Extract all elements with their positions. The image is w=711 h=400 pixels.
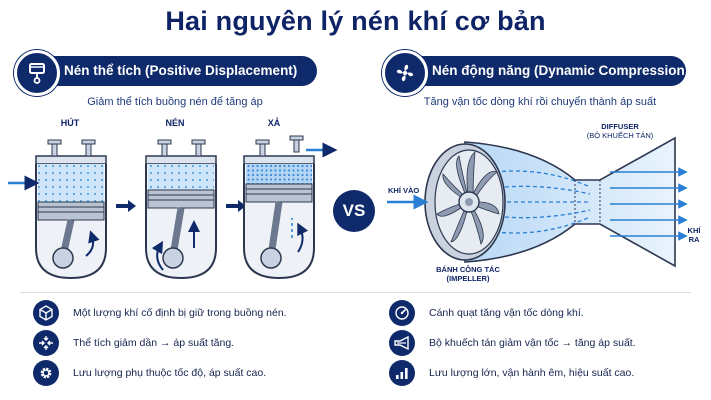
left-bullet-3-text: Lưu lượng phụ thuộc tốc độ, áp suất cao. bbox=[73, 367, 267, 379]
cube-icon bbox=[33, 300, 59, 326]
piston-icon bbox=[14, 50, 60, 96]
left-bullet-1-text: Một lượng khí cố định bị giữ trong buồng… bbox=[73, 307, 287, 319]
right-bullet-1-text: Cánh quạt tăng vận tốc dòng khí. bbox=[429, 307, 584, 319]
cylinder-intake bbox=[8, 139, 107, 280]
left-bullet-2-text: Thể tích giảm dần → áp suất tăng. bbox=[73, 337, 235, 349]
impeller bbox=[424, 143, 506, 261]
left-header-label: Nén thể tích (Positive Displacement) bbox=[64, 63, 298, 78]
stage-intake-label: HÚT bbox=[60, 118, 80, 128]
diffuser-icon bbox=[389, 330, 415, 356]
outlet-label-line2: RA bbox=[688, 235, 700, 244]
left-bullet-2: Thể tích giảm dần → áp suất tăng. bbox=[33, 330, 234, 356]
cylinder-exhaust bbox=[243, 135, 338, 280]
section-divider bbox=[20, 292, 691, 293]
page-title: Hai nguyên lý nén khí cơ bản bbox=[165, 6, 546, 36]
right-bullet-1: Cánh quạt tăng vận tốc dòng khí. bbox=[389, 300, 584, 326]
right-subtitle: Tăng vận tốc dòng khí rồi chuyển thành á… bbox=[423, 96, 657, 108]
vs-badge: VS bbox=[333, 190, 375, 232]
left-bullet-1: Một lượng khí cố định bị giữ trong buồng… bbox=[33, 300, 287, 326]
right-bullet-2-text: Bộ khuếch tán giảm vận tốc → tăng áp suấ… bbox=[429, 337, 636, 349]
diffuser-label: DIFFUSER (BỘ KHUẾCH TÁN) bbox=[570, 122, 670, 140]
diffuser-label-line1: DIFFUSER bbox=[601, 122, 639, 131]
left-subtitle: Giảm thể tích buồng nén để tăng áp bbox=[87, 96, 263, 108]
fan-icon bbox=[382, 50, 428, 96]
stage-exhaust-label: XẢ bbox=[267, 118, 281, 128]
inlet-label: KHÍ VÀO bbox=[388, 186, 420, 195]
right-bullet-3-text: Lưu lượng lớn, vận hành êm, hiệu suất ca… bbox=[429, 367, 635, 379]
right-bullet-2: Bộ khuếch tán giảm vận tốc → tăng áp suấ… bbox=[389, 330, 636, 356]
outlet-label: KHÍ RA bbox=[686, 226, 702, 244]
diffuser-label-line2: (BỘ KHUẾCH TÁN) bbox=[586, 131, 654, 140]
impeller-label: BÁNH CÔNG TÁC (IMPELLER) bbox=[418, 265, 518, 283]
right-bullet-3: Lưu lượng lớn, vận hành êm, hiệu suất ca… bbox=[389, 360, 634, 386]
cylinder-compress bbox=[145, 139, 217, 280]
impeller-diffuser-diagram bbox=[387, 136, 688, 268]
gear-icon bbox=[33, 360, 59, 386]
right-header: Nén động năng (Dynamic Compression) bbox=[382, 50, 690, 96]
left-header: Nén thể tích (Positive Displacement) bbox=[14, 50, 317, 96]
outlet-label-line1: KHÍ bbox=[687, 226, 701, 235]
piston-cycle-diagram bbox=[8, 135, 338, 280]
gauge-icon bbox=[389, 300, 415, 326]
impeller-label-line1: BÁNH CÔNG TÁC bbox=[436, 265, 500, 274]
right-header-label: Nén động năng (Dynamic Compression) bbox=[432, 63, 690, 78]
left-bullet-3: Lưu lượng phụ thuộc tốc độ, áp suất cao. bbox=[33, 360, 266, 386]
bar-chart-icon bbox=[389, 360, 415, 386]
stage-compress-label: NÉN bbox=[165, 118, 185, 128]
impeller-label-line2: (IMPELLER) bbox=[446, 274, 490, 283]
compress-arrows-icon bbox=[33, 330, 59, 356]
